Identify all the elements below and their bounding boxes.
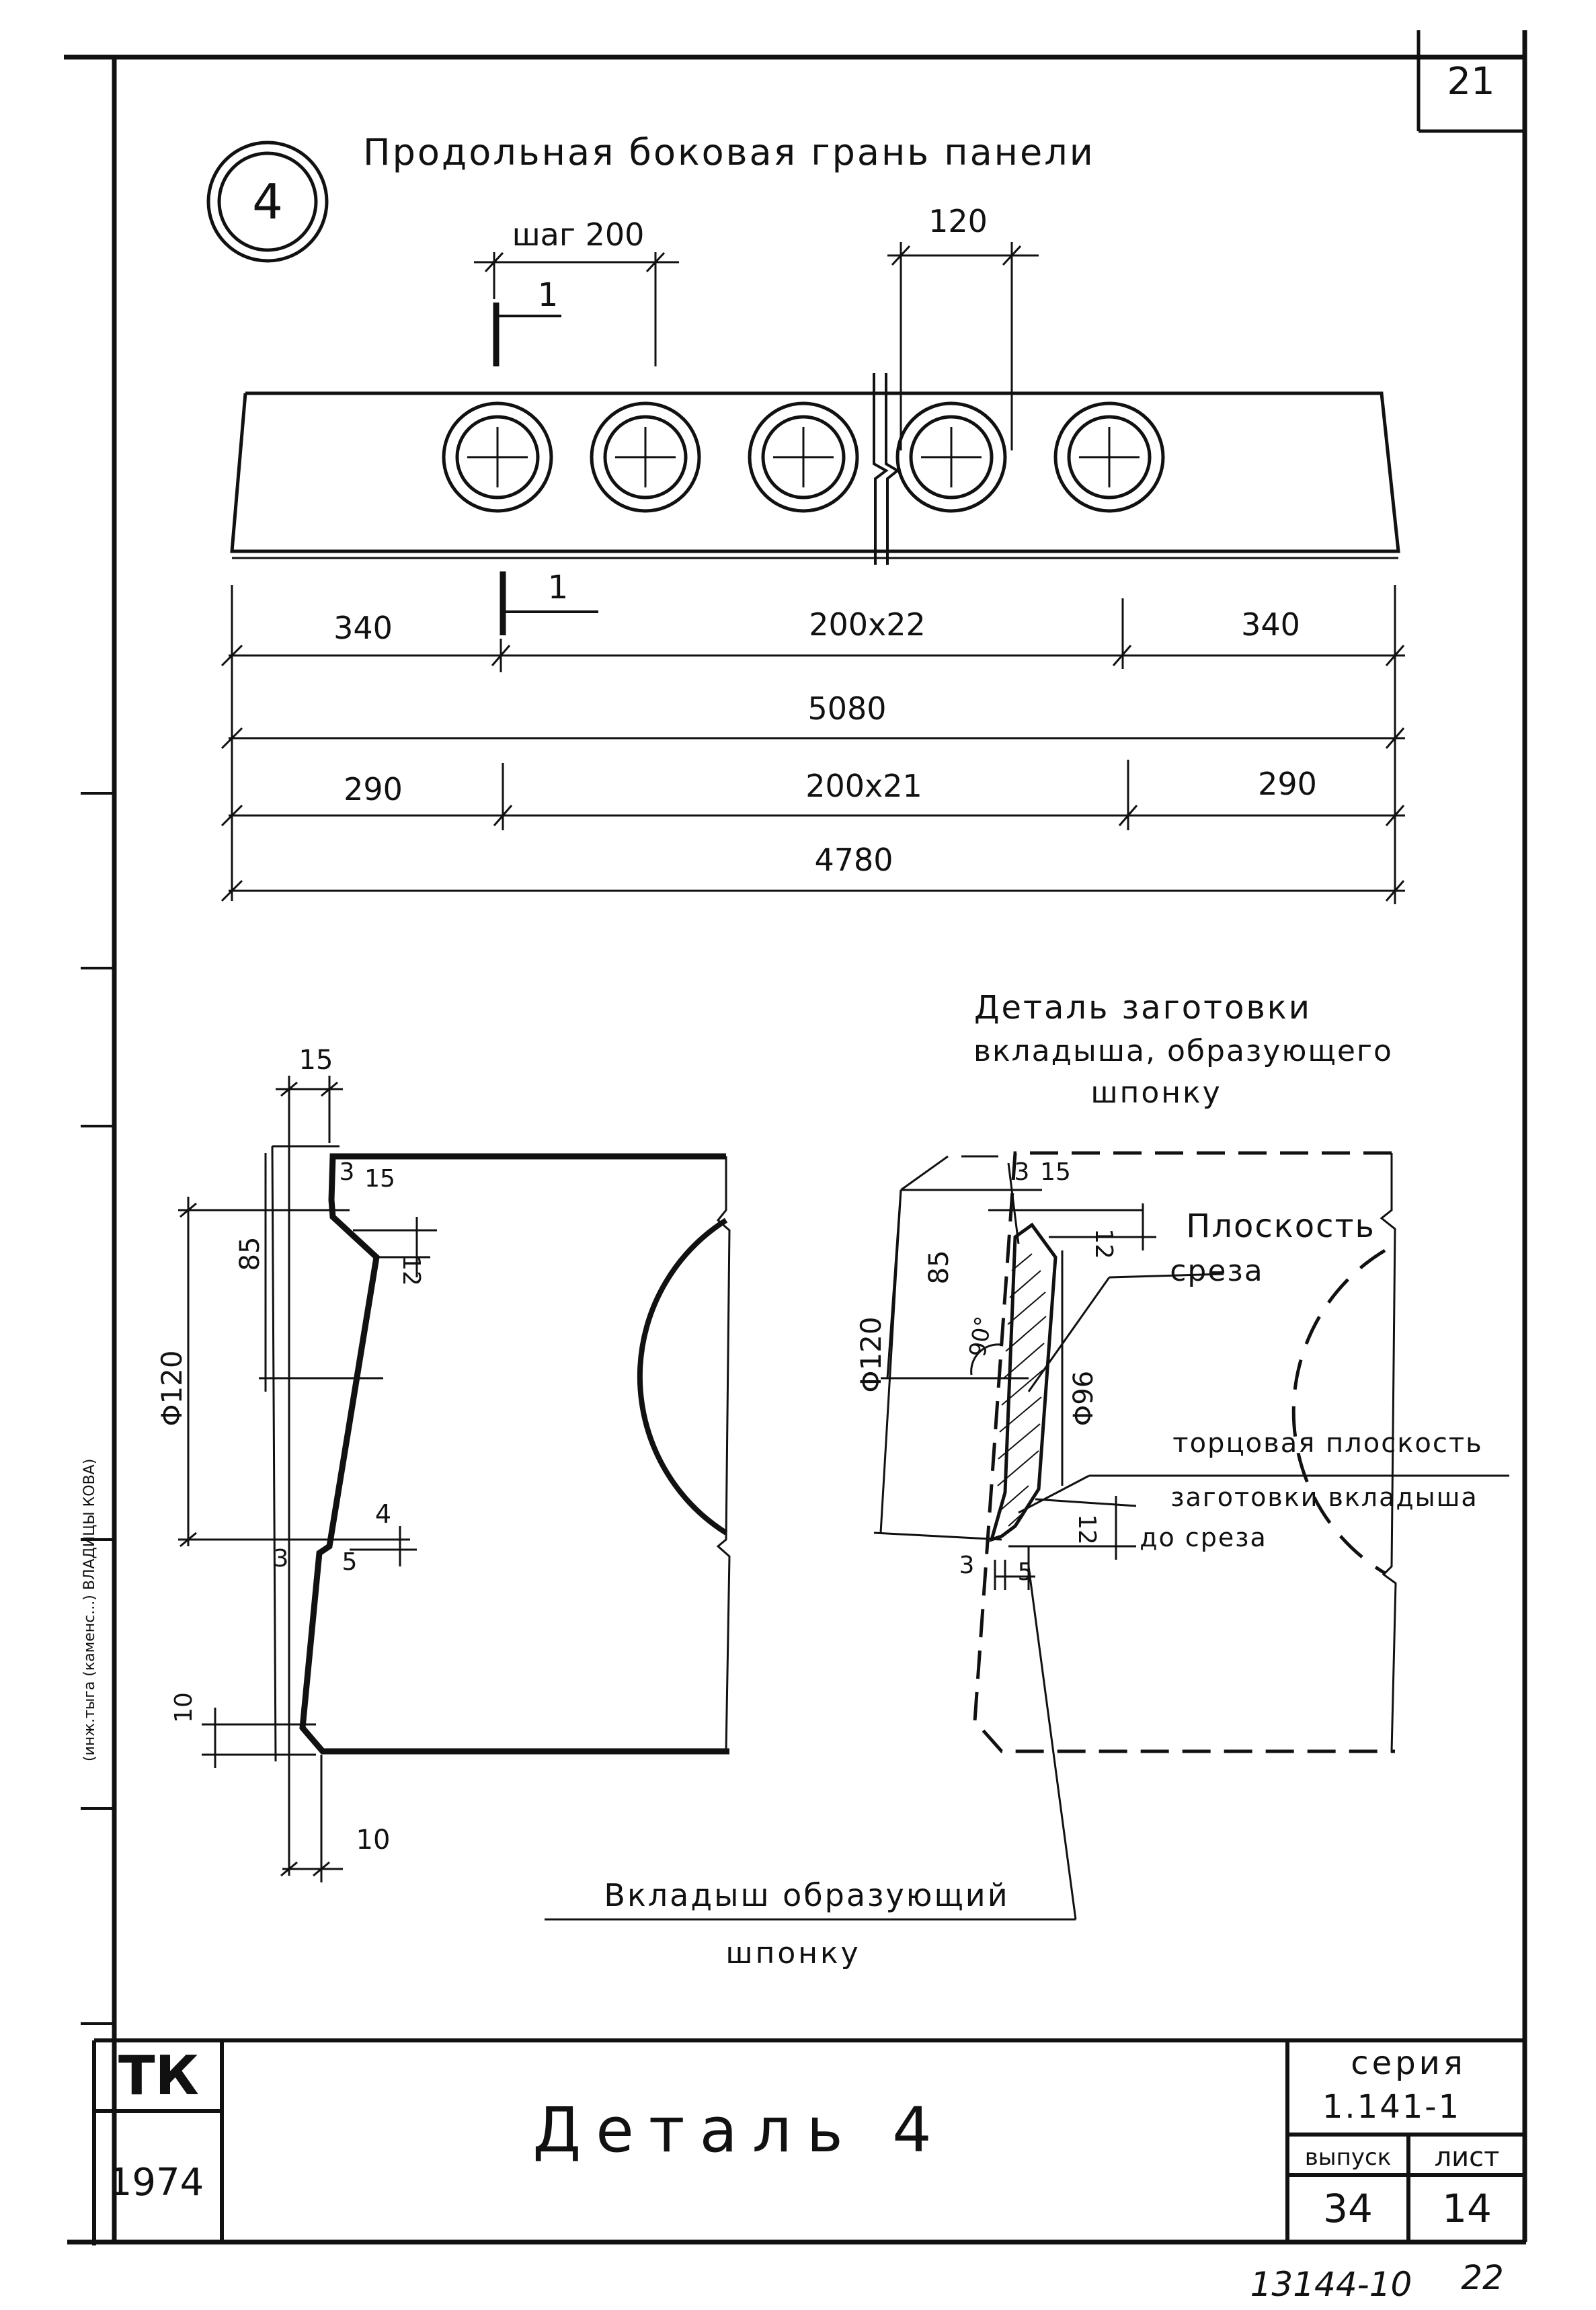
hole-4 bbox=[895, 401, 1007, 513]
issue-label: выпуск bbox=[1305, 2144, 1391, 2171]
panel-holes bbox=[442, 401, 1165, 513]
right-angle-arc bbox=[970, 1343, 1001, 1376]
right-dim-85: 85 bbox=[924, 1250, 955, 1285]
right-dim-15: 15 bbox=[1040, 1158, 1071, 1186]
right-label-leaders bbox=[1018, 1273, 1509, 1514]
dim-row4-total: 4780 bbox=[814, 842, 893, 878]
detail-marker-number: 4 bbox=[252, 173, 283, 230]
left-dim-85: 85 bbox=[235, 1237, 266, 1271]
section-mark-top bbox=[493, 303, 561, 366]
right-dim-phi96: Φ96 bbox=[1068, 1371, 1099, 1426]
issue-value: 34 bbox=[1323, 2186, 1373, 2231]
right-detail-dims bbox=[873, 1155, 1156, 1590]
hole-1 bbox=[442, 401, 553, 513]
right-dim-12b: 12 bbox=[1073, 1514, 1101, 1545]
left-dim-12: 12 bbox=[397, 1255, 425, 1286]
right-title-line1: Деталь заготовки bbox=[974, 989, 1312, 1027]
right-detail-shape bbox=[973, 1151, 1397, 1753]
dim-row3-left: 290 bbox=[344, 771, 403, 807]
right-hatched-profile bbox=[989, 1222, 1058, 1542]
step-dimension bbox=[474, 251, 679, 366]
left-dim-15: 15 bbox=[299, 1045, 333, 1076]
title-block-org: ТК bbox=[118, 2044, 199, 2107]
left-caption-line1: Вкладыш образующий bbox=[604, 1877, 1009, 1913]
section-mark-bottom-label: 1 bbox=[548, 569, 569, 606]
page-number: 21 bbox=[1447, 60, 1494, 104]
section-title: Продольная боковая грань панели bbox=[363, 131, 1095, 173]
left-dim-15b: 15 bbox=[364, 1165, 395, 1193]
dim-row1-mid: 200x22 bbox=[809, 606, 926, 643]
section-mark-top-label: 1 bbox=[538, 276, 559, 314]
right-dim-5: 5 bbox=[1018, 1558, 1033, 1586]
left-dim-3b: 3 bbox=[274, 1545, 289, 1572]
right-label-end2: заготовки вкладыша bbox=[1170, 1482, 1478, 1512]
right-dim-12: 12 bbox=[1090, 1228, 1117, 1259]
dim-row1-right: 340 bbox=[1241, 606, 1300, 643]
left-dim-5: 5 bbox=[342, 1548, 358, 1576]
hole-2 bbox=[590, 401, 701, 513]
left-caption-leader bbox=[545, 1566, 1077, 1921]
detail-marker bbox=[206, 141, 329, 263]
left-dim-4: 4 bbox=[375, 1499, 391, 1529]
panel-outline bbox=[230, 373, 1400, 565]
left-detail-dims bbox=[178, 1076, 437, 1882]
dim-row3-right: 290 bbox=[1258, 766, 1317, 802]
sheet-label: лист bbox=[1435, 2142, 1500, 2173]
dim-row1-left: 340 bbox=[333, 610, 393, 646]
right-label-end1: торцовая плоскость bbox=[1172, 1428, 1482, 1459]
drawing-title: Деталь 4 bbox=[532, 2094, 946, 2166]
right-dim-3b: 3 bbox=[959, 1552, 975, 1579]
left-dim-10a: 10 bbox=[170, 1692, 198, 1723]
series-label: серия bbox=[1351, 2044, 1466, 2082]
right-label-plane1: Плоскость bbox=[1186, 1207, 1375, 1245]
frame bbox=[64, 30, 1527, 2245]
right-dim-phi120: Φ120 bbox=[854, 1316, 887, 1392]
step-label: шаг 200 bbox=[512, 216, 645, 253]
sheet-value: 14 bbox=[1442, 2186, 1492, 2231]
title-block bbox=[92, 2038, 1526, 2245]
dim-row3-mid: 200x21 bbox=[805, 768, 922, 804]
series-value: 1.141-1 bbox=[1322, 2088, 1461, 2126]
left-caption-line2: шпонку bbox=[725, 1936, 861, 1970]
right-dim-angle: 90° bbox=[964, 1314, 998, 1359]
left-detail-shape bbox=[299, 1153, 731, 1755]
section-mark-bottom bbox=[500, 571, 598, 635]
hole-3 bbox=[748, 401, 859, 513]
hole-5 bbox=[1053, 401, 1165, 513]
right-label-end3: до среза bbox=[1140, 1523, 1267, 1552]
right-label-plane2: среза bbox=[1170, 1254, 1264, 1288]
bottom-note: 13144-10 bbox=[1250, 2265, 1412, 2304]
right-title-line2: вкладыша, образующего bbox=[973, 1034, 1393, 1068]
left-dim-3: 3 bbox=[340, 1158, 355, 1186]
title-block-year: 1974 bbox=[108, 2161, 204, 2204]
left-dim-phi120: Φ120 bbox=[155, 1350, 188, 1426]
dimension-rows bbox=[221, 585, 1405, 904]
left-dim-10b: 10 bbox=[356, 1825, 391, 1856]
right-dim-3: 3 bbox=[1014, 1158, 1030, 1186]
bottom-note-2: 22 bbox=[1461, 2258, 1504, 2297]
dim-120-label: 120 bbox=[928, 203, 988, 239]
dim-row2-total: 5080 bbox=[807, 690, 886, 727]
dim-120 bbox=[887, 242, 1039, 450]
right-title-line3: шпонку bbox=[1090, 1076, 1222, 1110]
side-note: (инж.тыга (каменс...) ВЛАДИЦЫ КОВА) bbox=[81, 1459, 98, 1761]
